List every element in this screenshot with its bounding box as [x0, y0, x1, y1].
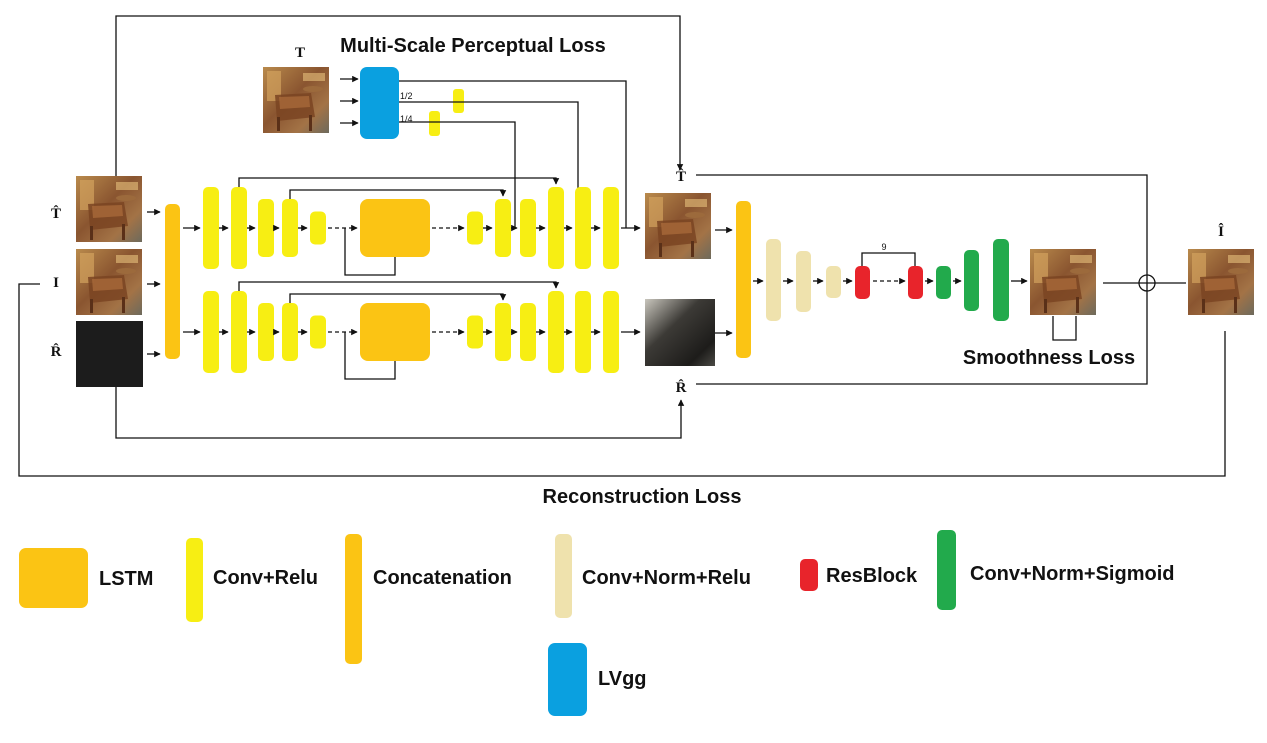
legend-label-resblock: ResBlock [826, 565, 918, 587]
legend-swatch-conv-norm-relu [555, 534, 572, 618]
legend-label-conv-norm-relu: Conv+Norm+Relu [582, 567, 751, 589]
legend: LSTM Conv+Relu Concatenation Conv+Norm+R… [19, 530, 1174, 716]
upper-decoder-conv-1 [467, 211, 483, 245]
wire-t-hat-top-loop [115, 15, 684, 176]
legend-swatch-lstm [19, 548, 88, 608]
upper-encoder-conv-2 [231, 187, 247, 269]
label-scale-quarter: 1/4 [400, 114, 413, 124]
legend-swatch-lvgg [548, 643, 587, 716]
fusion-conv-norm-relu-2 [796, 251, 811, 312]
perceptual-loss-title: Multi-Scale Perceptual Loss [340, 35, 606, 57]
legend-label-lvgg: LVgg [598, 668, 647, 690]
smoothness-loss-title: Smoothness Loss [963, 347, 1135, 369]
label-i-hat-output: Î [1218, 223, 1224, 240]
label-r-hat-output: R̂ [676, 379, 687, 396]
sum-node-cross [1139, 275, 1155, 291]
fusion-conv-norm-sigmoid-1 [936, 266, 951, 299]
upper-decoder-conv-4 [548, 187, 564, 269]
output-t-hat-image [645, 193, 711, 259]
resblock-skip [861, 252, 916, 266]
upper-lstm-recurrent-loop [344, 228, 396, 276]
label-resblock-count: 9 [881, 242, 886, 252]
lower-decoder-conv-6 [603, 291, 619, 373]
encoder-decoder-branches [183, 177, 641, 380]
wire-r-hat-bottom-loop [115, 387, 685, 439]
upper-encoder-conv-5 [310, 211, 326, 245]
lower-lstm-block [360, 303, 430, 361]
lvgg-block [360, 67, 399, 139]
fusion-resblock-2 [908, 266, 923, 299]
label-i-input: I [53, 275, 59, 291]
wire-reconstruction-loop [18, 283, 1226, 477]
fusion-conv-norm-sigmoid-3 [993, 239, 1009, 321]
lower-skip-long [238, 281, 560, 291]
lower-encoder-conv-2 [231, 291, 247, 373]
lower-encoder-conv-3 [258, 303, 274, 361]
legend-swatch-concatenation [345, 534, 362, 664]
fusion-conv-norm-relu-3 [826, 266, 841, 298]
label-t-hat-input: T̂ [51, 205, 61, 222]
wire-lvgg-full [399, 80, 627, 228]
lower-decoder-conv-4 [548, 291, 564, 373]
output-i-hat-image [1188, 249, 1254, 315]
wire-lvgg-half [399, 101, 579, 228]
legend-swatch-resblock [800, 559, 818, 591]
concat-block-input [165, 204, 180, 359]
legend-swatch-conv-norm-sigmoid [937, 530, 956, 610]
lower-encoder-conv-1 [203, 291, 219, 373]
upper-decoder-conv-2 [495, 199, 511, 257]
label-r-hat-input: R̂ [51, 343, 62, 360]
legend-label-conv-relu: Conv+Relu [213, 567, 318, 589]
input-i-image [76, 249, 142, 315]
smoothness-image [1030, 249, 1096, 315]
lower-decoder-conv-1 [467, 315, 483, 349]
upper-encoder-conv-3 [258, 199, 274, 257]
fusion-conv-norm-relu-1 [766, 239, 781, 321]
label-scale-half: 1/2 [400, 91, 413, 101]
lower-decoder-conv-3 [520, 303, 536, 361]
reconstruction-loss-title: Reconstruction Loss [543, 486, 742, 508]
upper-skip-long [238, 177, 560, 187]
lower-encoder-conv-4 [282, 303, 298, 361]
upper-skip-short [289, 189, 507, 199]
lower-encoder-conv-5 [310, 315, 326, 349]
perceptual-conv-quarter [429, 111, 440, 136]
perceptual-conv-half [453, 89, 464, 113]
upper-decoder-conv-5 [575, 187, 591, 269]
upper-decoder-conv-6 [603, 187, 619, 269]
lower-decoder-conv-2 [495, 303, 511, 361]
lower-skip-short [289, 293, 507, 303]
legend-label-lstm: LSTM [99, 568, 153, 590]
upper-encoder-conv-1 [203, 187, 219, 269]
label-t-reference: T [295, 45, 305, 61]
input-t-hat-image [76, 176, 142, 242]
concat-block-fusion [736, 201, 751, 358]
lower-lstm-recurrent-loop [344, 332, 396, 380]
reference-t-image [263, 67, 329, 133]
fusion-conv-norm-sigmoid-2 [964, 250, 979, 311]
legend-label-concatenation: Concatenation [373, 567, 512, 589]
smoothness-loop [1052, 316, 1077, 341]
wire-lvgg-quarter [399, 121, 516, 228]
output-r-hat-image [645, 299, 715, 366]
fusion-resblock-1 [855, 266, 870, 299]
upper-decoder-conv-3 [520, 199, 536, 257]
upper-encoder-conv-4 [282, 199, 298, 257]
lower-decoder-conv-5 [575, 291, 591, 373]
legend-swatch-conv-relu [186, 538, 203, 622]
input-r-hat-image [76, 321, 143, 387]
upper-lstm-block [360, 199, 430, 257]
label-t-hat-output: T̂ [676, 168, 686, 185]
legend-label-conv-norm-sigmoid: Conv+Norm+Sigmoid [970, 563, 1174, 585]
